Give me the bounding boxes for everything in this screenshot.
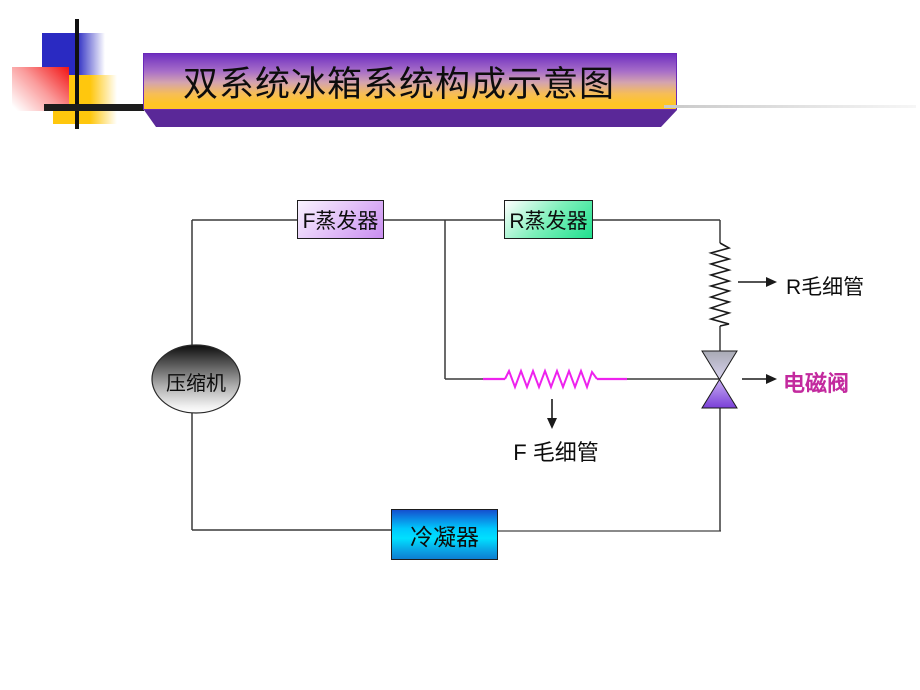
f-capillary-zigzag-icon — [504, 368, 598, 390]
solenoid-valve-icon — [701, 350, 738, 409]
valve-upper-triangle — [701, 350, 738, 381]
f-evaporator-label: F蒸发器 — [302, 209, 379, 233]
r-capillary-label: R毛细管 — [786, 276, 865, 299]
f-capillary-label: F 毛细管 — [513, 440, 599, 465]
decoration-vertical-line — [75, 19, 79, 129]
r-evaporator-label: R蒸发器 — [509, 209, 588, 233]
r-capillary-arrow-icon — [738, 277, 777, 287]
compressor-label: 压缩机 — [166, 373, 226, 395]
solenoid-valve-label: 电磁阀 — [783, 371, 850, 396]
header-rule-line — [664, 105, 916, 108]
page-title: 双系统冰箱系统构成示意图 — [182, 65, 615, 105]
r-capillary-zigzag-icon — [708, 242, 732, 327]
f-capillary-arrow-icon — [547, 399, 557, 429]
f-evaporator-box: F蒸发器 — [297, 200, 384, 239]
title-banner: 双系统冰箱系统构成示意图 — [143, 53, 677, 110]
condenser-label: 冷凝器 — [410, 523, 479, 550]
valve-lower-triangle — [701, 378, 738, 409]
compressor-ellipse — [151, 344, 241, 414]
title-banner-shadow — [144, 110, 677, 127]
solenoid-valve-arrow-icon — [742, 374, 777, 384]
r-evaporator-box: R蒸发器 — [504, 200, 593, 239]
decoration-red-square — [12, 67, 69, 111]
decoration-horizontal-bar — [44, 104, 144, 111]
condenser-box: 冷凝器 — [391, 509, 498, 560]
